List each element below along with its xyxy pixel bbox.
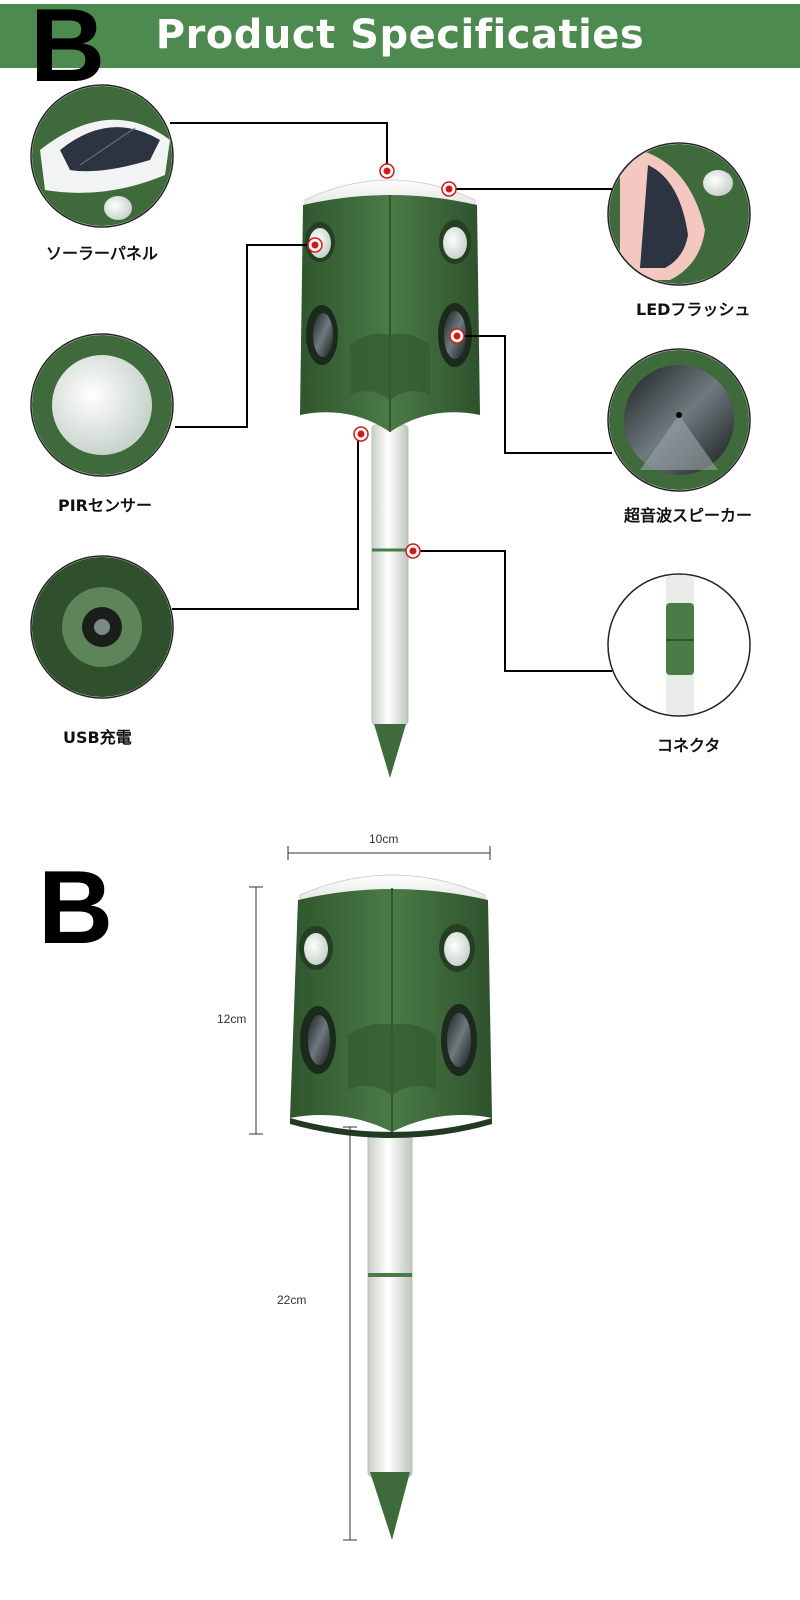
dimension-stake: 22cm: [277, 1293, 307, 1307]
detail-led-flash: [607, 142, 751, 286]
label-connector: コネクタ: [657, 736, 721, 755]
label-pir-sensor: PIRセンサー: [58, 496, 153, 515]
dimension-height: 12cm: [217, 1012, 247, 1026]
dimension-width: 10cm: [369, 832, 399, 846]
marker-connector: [405, 543, 421, 559]
device-bottom: [290, 874, 492, 1540]
dimension-badge-letter: B: [38, 850, 114, 966]
marker-usb: [353, 426, 369, 442]
label-led-flash: LEDフラッシュ: [636, 300, 751, 319]
marker-solar: [379, 163, 395, 179]
label-ultrasonic-speaker: 超音波スピーカー: [624, 506, 753, 525]
detail-solar-panel: [30, 84, 174, 228]
label-usb-charging: USB充電: [63, 728, 132, 747]
page-title: Product Specificaties: [155, 12, 645, 58]
marker-led: [441, 181, 457, 197]
badge-letter: B: [30, 0, 106, 104]
detail-ultrasonic-speaker: [607, 348, 751, 492]
marker-pir: [307, 237, 323, 253]
marker-speaker: [449, 328, 465, 344]
detail-pir-sensor: [30, 333, 174, 477]
header-banner: Product Specificaties: [0, 4, 800, 68]
detail-connector: [607, 573, 751, 717]
device-top: [300, 179, 480, 778]
marker-dots: [307, 163, 465, 559]
callout-lines: [170, 122, 612, 672]
dimension-lines: [249, 846, 491, 1541]
detail-usb-charging: [30, 555, 174, 699]
label-solar-panel: ソーラーパネル: [46, 244, 158, 263]
